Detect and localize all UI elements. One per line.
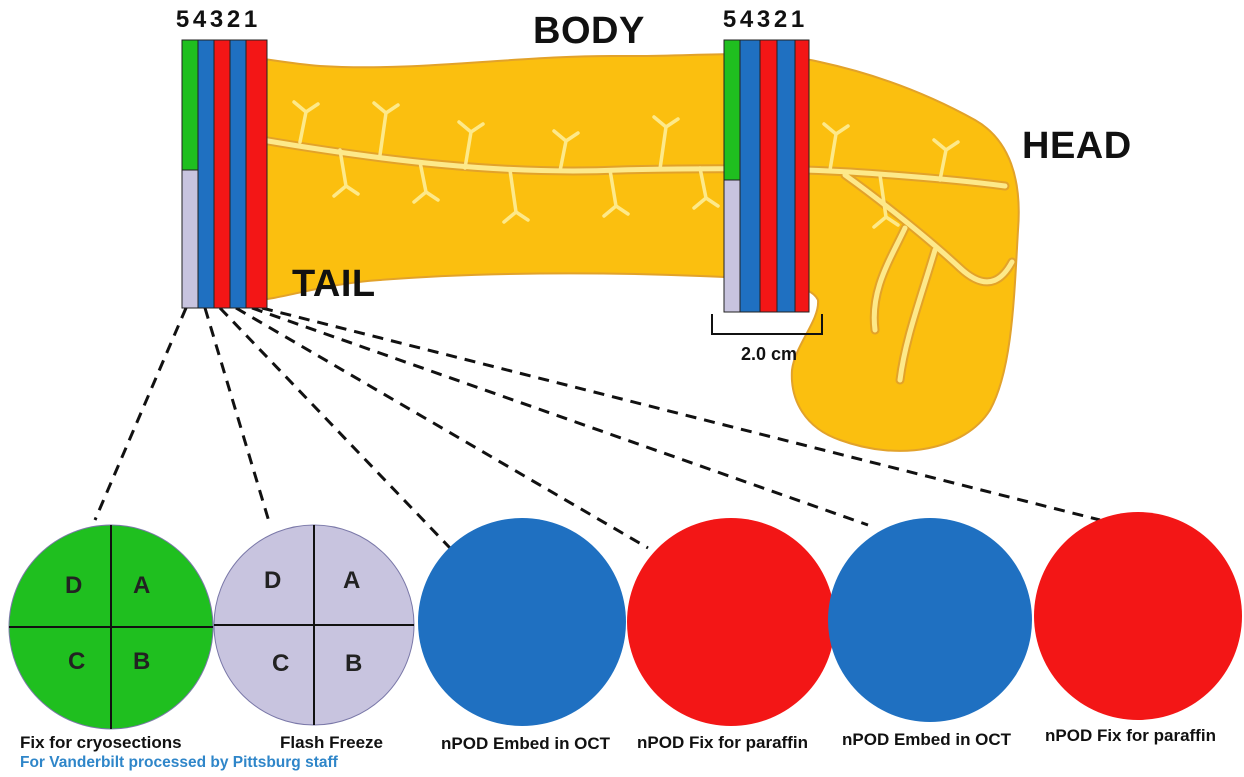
circle-1-quadrant-a: A xyxy=(133,572,150,600)
tail-block-4 xyxy=(198,40,214,308)
body-block-1 xyxy=(795,40,809,312)
caption-flash-freeze: Flash Freeze xyxy=(280,733,383,753)
tail-sample-block xyxy=(182,40,267,308)
sample-circle-5 xyxy=(828,518,1032,722)
sample-circle-6 xyxy=(1034,512,1242,720)
tail-num-1: 1 xyxy=(242,6,259,34)
circle-2-quadrant-b: B xyxy=(345,650,362,678)
body-num-5: 5 xyxy=(721,6,738,34)
body-num-1: 1 xyxy=(789,6,806,34)
tail-block-1 xyxy=(246,40,267,308)
sample-circle-4 xyxy=(627,518,835,726)
body-num-2: 2 xyxy=(772,6,789,34)
body-block-5-bottom xyxy=(724,180,740,312)
body-block-2 xyxy=(777,40,795,312)
body-sample-block xyxy=(724,40,809,312)
body-block-5-top xyxy=(724,40,740,180)
caption-fix-cryosections: Fix for cryosections xyxy=(20,733,182,753)
body-num-4: 4 xyxy=(738,6,755,34)
body-block-4 xyxy=(740,40,760,312)
tail-label: TAIL xyxy=(292,263,376,306)
circle-2-quadrant-a: A xyxy=(343,567,360,595)
measure-label: 2.0 cm xyxy=(741,344,797,365)
circle-1-quadrant-d: D xyxy=(65,572,82,600)
tail-block-5-bottom xyxy=(182,170,198,308)
tail-block-2 xyxy=(230,40,246,308)
caption-embed-oct-2: nPOD Embed in OCT xyxy=(842,730,1011,750)
caption-embed-oct-1: nPOD Embed in OCT xyxy=(441,734,610,754)
circle-1-quadrant-c: C xyxy=(68,648,85,676)
circle-2-quadrant-c: C xyxy=(272,650,289,678)
tail-block-numbers: 5 4 3 2 1 xyxy=(174,6,259,34)
sample-circles xyxy=(9,512,1242,729)
caption-fix-paraffin-1: nPOD Fix for paraffin xyxy=(637,733,808,753)
body-label: BODY xyxy=(533,10,645,53)
tail-num-2: 2 xyxy=(225,6,242,34)
tail-num-3: 3 xyxy=(208,6,225,34)
circle-2-quadrant-d: D xyxy=(264,567,281,595)
circle-1-quadrant-b: B xyxy=(133,648,150,676)
tail-num-4: 4 xyxy=(191,6,208,34)
tail-num-5: 5 xyxy=(174,6,191,34)
tail-block-3 xyxy=(214,40,230,308)
body-num-3: 3 xyxy=(755,6,772,34)
measure-bracket xyxy=(712,314,822,334)
sample-circle-3 xyxy=(418,518,626,726)
tail-block-5-top xyxy=(182,40,198,170)
body-block-3 xyxy=(760,40,777,312)
body-block-numbers: 5 4 3 2 1 xyxy=(721,6,806,34)
head-label: HEAD xyxy=(1022,125,1132,168)
footnote-vanderbilt: For Vanderbilt processed by Pittsburg st… xyxy=(20,754,338,772)
caption-fix-paraffin-2: nPOD Fix for paraffin xyxy=(1045,726,1216,746)
